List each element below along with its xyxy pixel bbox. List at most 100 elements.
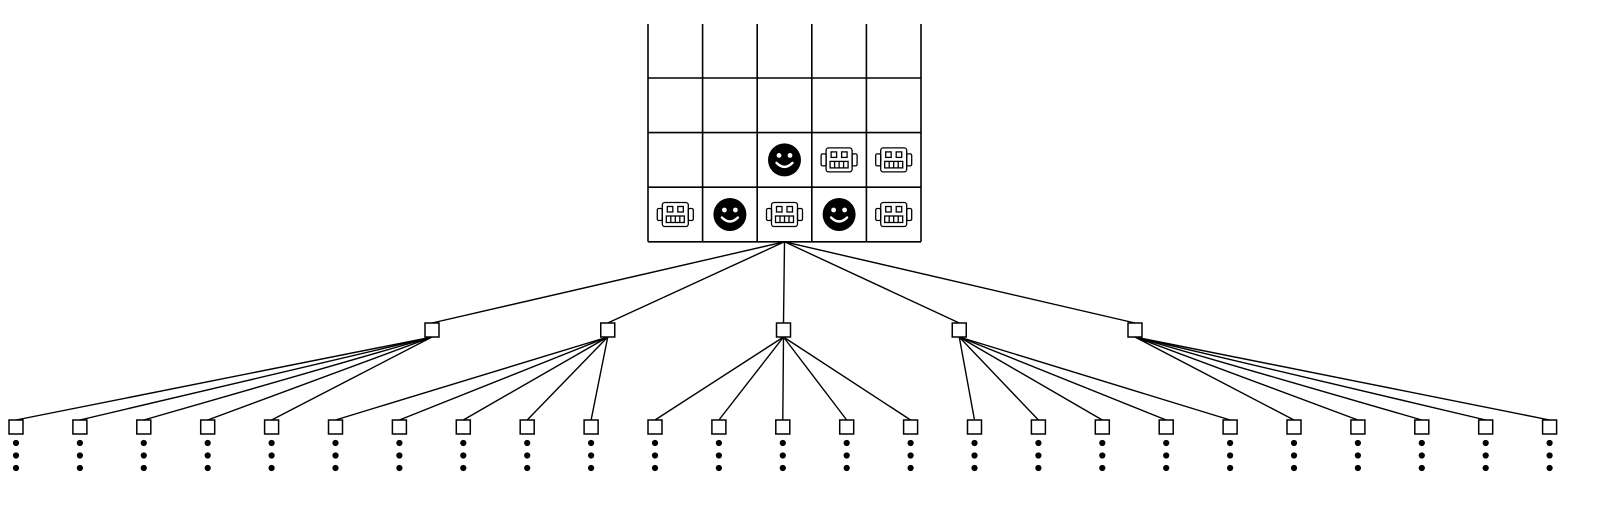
robot-ear-right: [851, 153, 858, 167]
continuation-dot: [1035, 464, 1042, 472]
tree-node-level1: [424, 322, 440, 338]
continuation-dot: [907, 464, 914, 472]
continuation-dot: [1099, 439, 1106, 447]
robot-ear-right: [906, 207, 913, 222]
continuation-dot: [1354, 439, 1361, 447]
robot-icon: [875, 201, 913, 228]
continuation-dot: [779, 452, 786, 459]
continuation-dot: [76, 464, 83, 472]
child-edge: [1134, 336, 1295, 421]
continuation-dot: [779, 439, 786, 447]
continuation-dot: [76, 452, 83, 459]
continuation-dot: [715, 452, 723, 459]
continuation-dot: [12, 452, 20, 459]
tree-node-level2: [8, 419, 24, 435]
smiley-face-icon: [822, 198, 856, 231]
tree-node-level2: [966, 419, 983, 435]
continuation-dot: [396, 439, 403, 447]
tree-node-level2: [838, 419, 855, 435]
tree-node-level2: [136, 419, 152, 435]
tree-node-level1: [775, 322, 792, 338]
tree-edges: [15, 241, 1550, 421]
child-edge: [958, 336, 1103, 421]
smiley-face-eye-left: [722, 207, 727, 213]
child-edge: [590, 336, 609, 421]
tree-node-level2: [519, 419, 535, 435]
smiley-face-head: [713, 198, 747, 231]
continuation-dot: [1163, 464, 1170, 472]
continuation-dot: [1099, 452, 1106, 459]
continuation-dot: [1418, 464, 1425, 472]
continuation-dot: [1354, 464, 1361, 472]
root-edge: [431, 241, 785, 324]
tree-node-level2: [775, 419, 791, 435]
child-edge: [782, 336, 848, 421]
child-edge: [958, 336, 1039, 421]
child-edge: [399, 336, 609, 421]
continuation-dot: [204, 452, 211, 459]
tree-node-level2: [391, 419, 408, 435]
child-edge: [1134, 336, 1486, 421]
tree-node-level2: [1541, 419, 1558, 435]
continuation-dot: [843, 464, 850, 472]
tree-node-level1: [951, 322, 967, 338]
continuation-dot: [332, 439, 339, 447]
child-edge: [271, 336, 433, 421]
tree-node-level2: [1414, 419, 1430, 435]
tree-node-level2: [1222, 419, 1238, 435]
continuation-dot: [524, 439, 531, 447]
tree-node-level2: [72, 419, 88, 435]
smiley-face-head: [822, 198, 856, 231]
continuation-dot: [588, 464, 595, 472]
continuation-dot: [971, 452, 978, 459]
robot-icon: [765, 201, 804, 228]
smiley-face-icon: [768, 143, 801, 177]
child-edge: [1134, 336, 1422, 421]
tree-node-level2: [647, 419, 663, 435]
continuation-dot: [460, 464, 467, 472]
continuation-dot: [1290, 452, 1298, 459]
robot-eye-left: [885, 205, 892, 213]
continuation-dot: [268, 452, 275, 459]
continuation-dot: [588, 452, 595, 459]
robot-ear-left: [656, 207, 663, 222]
continuation-dot: [12, 464, 20, 472]
child-edge: [654, 336, 784, 421]
continuation-dot: [332, 452, 339, 459]
continuation-dot: [651, 464, 659, 472]
tree-node-level2: [1477, 419, 1494, 435]
robot-ear-left: [875, 153, 882, 167]
continuation-dot: [1035, 439, 1042, 447]
continuation-dot: [1099, 464, 1106, 472]
smiley-face-icon: [713, 198, 747, 231]
tree-node-level2: [1350, 419, 1366, 435]
robot-ear-left: [820, 153, 827, 167]
continuation-dot: [1035, 452, 1042, 459]
continuation-dot: [204, 464, 211, 472]
tree-node-level2: [327, 419, 344, 435]
smiley-face-mouth: [720, 216, 740, 223]
smiley-face-eye-right: [787, 153, 793, 158]
continuation-dot: [1227, 439, 1234, 447]
child-edge: [207, 336, 433, 421]
continuation-dot: [1290, 464, 1298, 472]
tree-node-level1: [600, 322, 616, 338]
tree-node-level2: [902, 419, 919, 435]
continuation-dot: [651, 452, 659, 459]
tree-node-level2: [711, 419, 727, 435]
game-board: [647, 24, 922, 243]
robot-eye-right: [840, 151, 848, 159]
continuation-dot: [1482, 452, 1489, 459]
robot-eye-right: [895, 205, 903, 213]
continuation-dot: [1546, 464, 1553, 472]
continuation-dot: [843, 439, 850, 447]
continuation-dot: [1227, 452, 1234, 459]
tree-node-level2: [1094, 419, 1111, 435]
robot-ear-right: [906, 153, 913, 167]
child-edge: [1134, 336, 1359, 421]
continuation-dot: [779, 464, 786, 472]
continuation-dot: [524, 452, 531, 459]
robot-icon: [875, 147, 913, 173]
robot-eye-right: [786, 205, 794, 213]
